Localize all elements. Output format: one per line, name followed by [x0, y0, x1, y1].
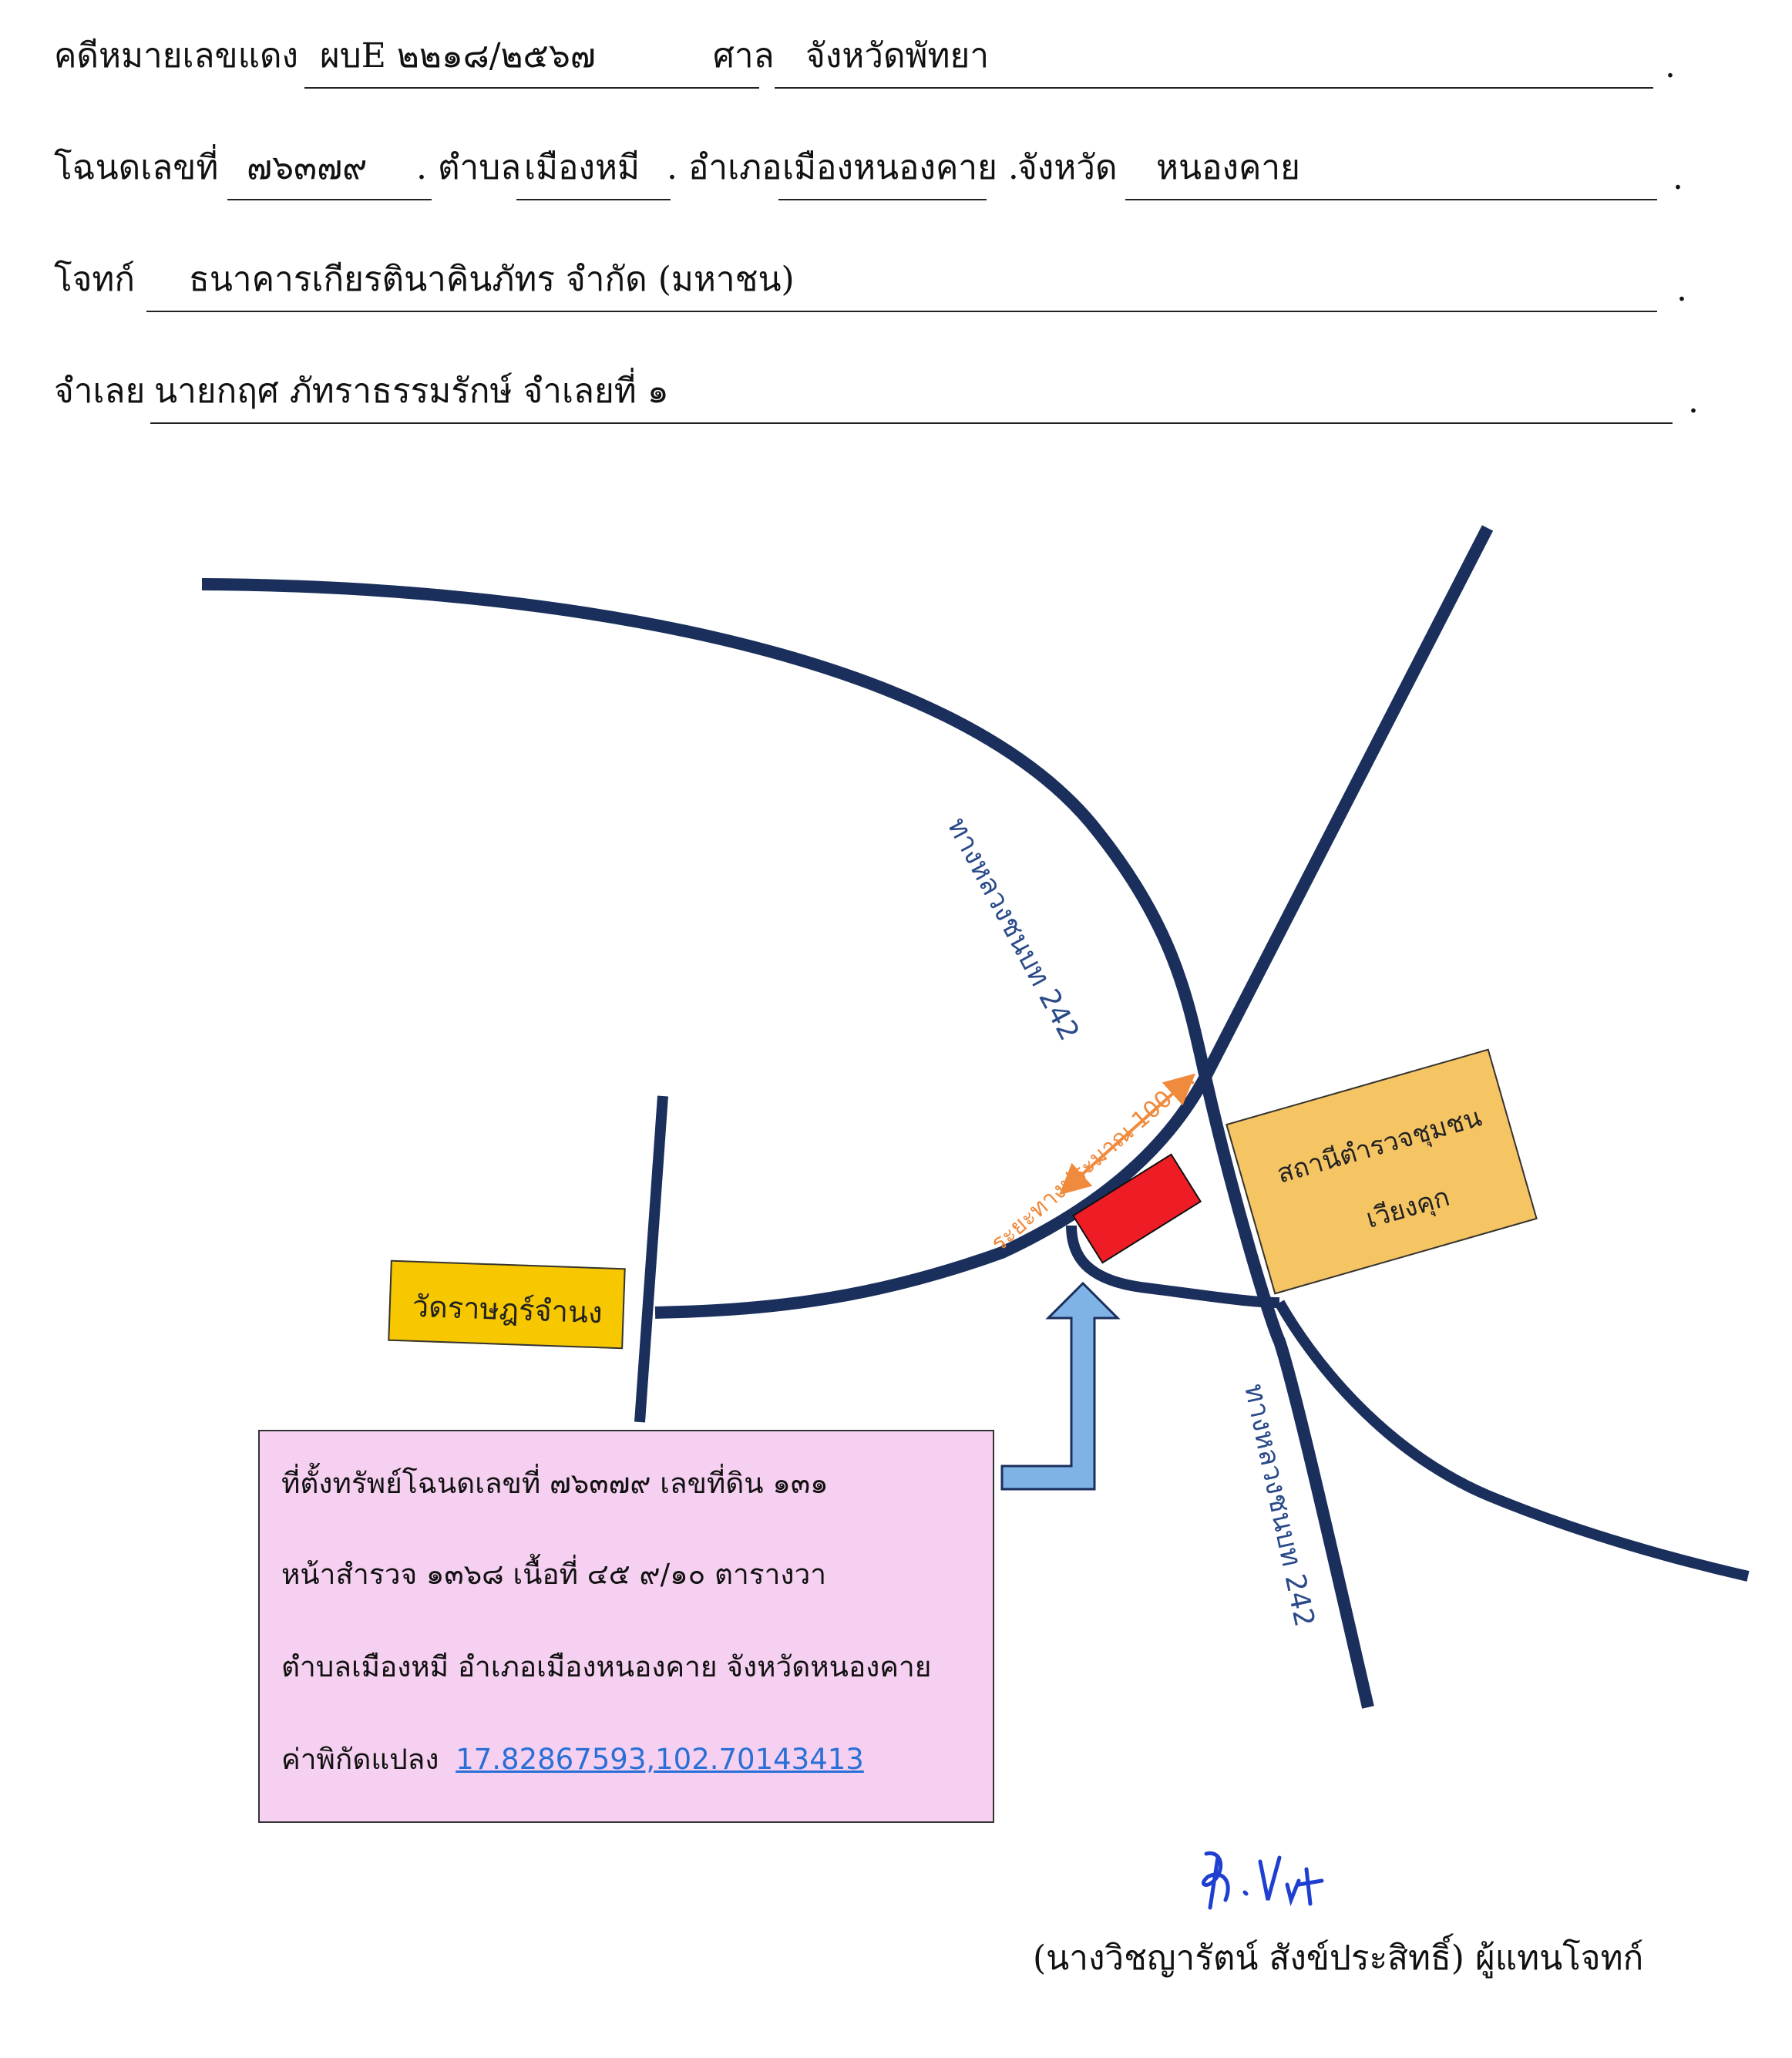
tambon-rule — [516, 199, 671, 200]
case-number-value: ผบE ๒๒๑๘/๒๕๖๗ — [320, 36, 596, 76]
amphoe-value: เมืองหนองคาย . — [782, 148, 1019, 187]
deed-number-rule — [227, 199, 432, 200]
deed-line-end-dot: . — [1673, 158, 1683, 197]
defendant-value: นายกฤศ ภัทราธรรมรักษ์ จำเลยที่ ๑ — [154, 372, 669, 411]
plaintiff-rule — [146, 311, 1657, 312]
court-rule — [775, 87, 1653, 89]
deed-label: โฉนดเลขที่ — [54, 148, 219, 187]
highway-242-road — [201, 578, 1374, 1709]
amphoe-rule — [778, 199, 987, 200]
signature-mark — [1202, 1851, 1324, 1910]
province-rule — [1125, 199, 1657, 200]
plaintiff-line-end-dot: . — [1676, 270, 1687, 309]
lower-right-road — [1274, 1300, 1750, 1582]
court-label: ศาล — [713, 36, 775, 76]
case-line: คดีหมายเลขแดง ผบE ๒๒๑๘/๒๕๖๗ ศาล จังหวัดพ… — [54, 36, 1680, 89]
temple-label: วัดราษฎร์จำนง — [412, 1289, 603, 1330]
coordinates-label: ค่าพิกัดแปลง — [281, 1743, 439, 1776]
tambon-label: . ตำบล — [416, 148, 522, 187]
province-label: จังหวัด — [1017, 148, 1118, 187]
signer-name: (นางวิชญารัตน์ สังข์ประสิทธิ์) ผู้แทนโจท… — [1033, 1939, 1644, 1978]
court-value: จังหวัดพัทยา — [805, 36, 990, 76]
deed-line: โฉนดเลขที่ ๗๖๓๗๙ . ตำบล เมืองหมี . อำเภอ… — [54, 148, 1688, 200]
temple-box: วัดราษฎร์จำนง — [388, 1259, 626, 1350]
defendant-line-end-dot: . — [1688, 382, 1699, 421]
case-number-rule — [304, 87, 759, 89]
plaintiff-line: โจทก์ ธนาคารเกียรตินาคินภัทร จำกัด (มหาช… — [54, 260, 1696, 312]
defendant-label: จำเลย — [54, 372, 146, 411]
property-access-road — [1066, 1225, 1280, 1308]
info-location-line: ตำบลเมืองหมี อำเภอเมืองหนองคาย จังหวัดหน… — [281, 1650, 932, 1683]
tambon-value: เมืองหมี — [524, 148, 640, 187]
police-station-line1: สถานีตำรวจชุมชน — [1273, 1101, 1485, 1190]
province-value: หนองคาย — [1156, 148, 1300, 187]
plaintiff-value: ธนาคารเกียรตินาคินภัทร จำกัด (มหาชน) — [189, 260, 795, 299]
case-number-label: คดีหมายเลขแดง — [54, 36, 299, 76]
amphoe-label: . อำเภอ — [667, 148, 782, 187]
info-survey-line: หน้าสำรวจ ๑๓๖๘ เนื้อที่ ๔๕ ๙/๑๐ ตารางวา — [281, 1558, 827, 1591]
pointer-arrow — [1000, 1281, 1121, 1491]
info-coordinates-line: ค่าพิกัดแปลง 17.82867593,102.70143413 — [281, 1737, 864, 1782]
info-deed-line: ที่ตั้งทรัพย์โฉนดเลขที่ ๗๖๓๗๙ เลขที่ดิน … — [281, 1467, 829, 1500]
deed-number: ๗๖๓๗๙ — [247, 148, 368, 187]
defendant-rule — [150, 422, 1673, 424]
temple-side-road — [634, 1095, 668, 1423]
plaintiff-label: โจทก์ — [54, 260, 136, 299]
distance-arrow — [1059, 1073, 1195, 1195]
coordinates-link[interactable]: 17.82867593,102.70143413 — [456, 1743, 864, 1776]
case-line-end-dot: . — [1665, 46, 1676, 86]
police-station-line2: เวียงคุก — [1363, 1181, 1454, 1235]
defendant-line: จำเลย นายกฤศ ภัทราธรรมรักษ์ จำเลยที่ ๑ . — [54, 372, 1711, 424]
property-info-box — [258, 1430, 994, 1823]
